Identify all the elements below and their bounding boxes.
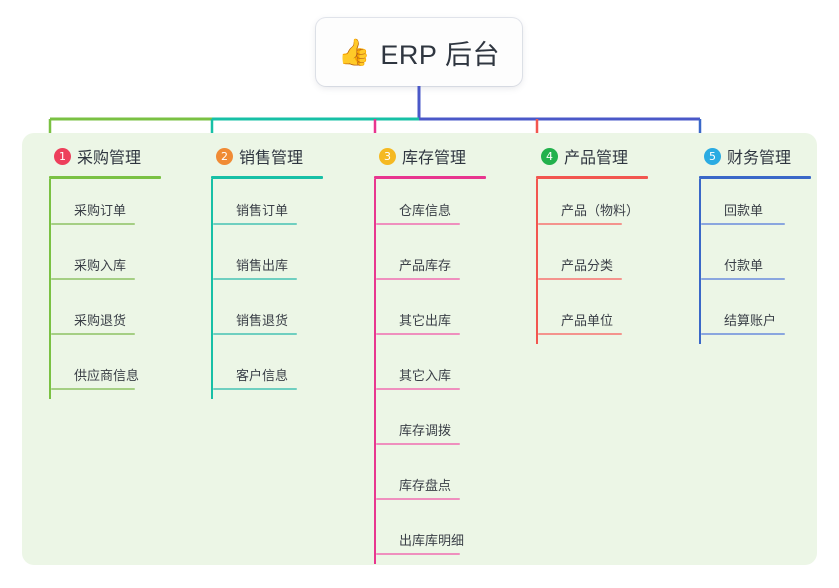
- leaf-label: 销售订单: [236, 203, 289, 218]
- leaf-label: 仓库信息: [399, 203, 452, 218]
- leaf-rule: [51, 388, 135, 390]
- leaf-rule: [538, 223, 622, 225]
- branch-number-badge: 5: [704, 147, 721, 165]
- leaf-rule: [376, 498, 460, 500]
- leaf-node[interactable]: 采购入库: [51, 234, 200, 289]
- branch-spine: 仓库信息产品库存其它出库其它入库库存调拨库存盘点出库库明细: [374, 179, 525, 564]
- thumbs-up-icon: 👍: [338, 37, 371, 67]
- leaf-node[interactable]: 回款单: [701, 179, 839, 234]
- branch-number-badge: 1: [54, 147, 71, 165]
- leaf-rule: [213, 278, 297, 280]
- leaf-label: 供应商信息: [74, 368, 140, 383]
- leaf-label: 产品单位: [561, 313, 614, 328]
- branch-header-1[interactable]: 1 采购管理: [40, 143, 200, 169]
- leaf-label: 销售出库: [236, 258, 289, 273]
- branch-header-2[interactable]: 2 销售管理: [202, 143, 362, 169]
- branch-number-badge: 2: [216, 147, 233, 165]
- branch-number-badge: 4: [541, 147, 558, 165]
- branch-header-rule: [49, 176, 161, 179]
- leaf-rule: [376, 443, 460, 445]
- leaf-label: 采购订单: [74, 203, 127, 218]
- branch-header-4[interactable]: 4 产品管理: [527, 143, 687, 169]
- leaf-rule: [213, 388, 297, 390]
- leaf-node[interactable]: 产品分类: [538, 234, 687, 289]
- leaf-label: 客户信息: [236, 368, 289, 383]
- branch-column-5: 5 财务管理回款单付款单结算账户: [690, 143, 839, 344]
- leaf-label: 其它入库: [399, 368, 452, 383]
- leaf-node[interactable]: 出库库明细: [376, 509, 525, 564]
- branch-header-3[interactable]: 3 库存管理: [365, 143, 525, 169]
- leaf-node[interactable]: 付款单: [701, 234, 839, 289]
- leaf-node[interactable]: 其它出库: [376, 289, 525, 344]
- leaf-label: 销售退货: [236, 313, 289, 328]
- leaf-rule: [51, 278, 135, 280]
- leaf-label: 其它出库: [399, 313, 452, 328]
- branch-title: 财务管理: [727, 150, 792, 167]
- branch-header-rule: [211, 176, 323, 179]
- branch-title: 销售管理: [239, 150, 304, 167]
- leaf-rule: [701, 278, 785, 280]
- branch-spine: 产品（物料） 产品分类产品单位: [536, 179, 687, 344]
- leaf-rule: [376, 333, 460, 335]
- branch-column-3: 3 库存管理仓库信息产品库存其它出库其它入库库存调拨库存盘点出库库明细: [365, 143, 525, 564]
- leaf-node[interactable]: 产品（物料）: [538, 179, 687, 234]
- leaf-label: 出库库明细: [399, 533, 465, 548]
- leaf-node[interactable]: 仓库信息: [376, 179, 525, 234]
- leaf-label: 产品分类: [561, 258, 614, 273]
- branches-panel: 1 采购管理采购订单采购入库采购退货供应商信息 2 销售管理销售订单销售出库销售退货客…: [22, 133, 817, 565]
- leaf-rule: [213, 223, 297, 225]
- leaf-rule: [213, 333, 297, 335]
- branch-number-badge: 3: [379, 147, 396, 165]
- leaf-rule: [701, 333, 785, 335]
- branch-header-rule: [536, 176, 648, 179]
- leaf-rule: [376, 223, 460, 225]
- leaf-node[interactable]: 客户信息: [213, 344, 362, 399]
- branch-header-5[interactable]: 5 财务管理: [690, 143, 839, 169]
- branch-header-rule: [699, 176, 811, 179]
- leaf-node[interactable]: 供应商信息: [51, 344, 200, 399]
- branch-title: 采购管理: [77, 150, 142, 167]
- leaf-node[interactable]: 库存盘点: [376, 454, 525, 509]
- leaf-rule: [701, 223, 785, 225]
- branch-spine: 销售订单销售出库销售退货客户信息: [211, 179, 362, 399]
- leaf-label: 采购退货: [74, 313, 127, 328]
- leaf-rule: [538, 278, 622, 280]
- branch-column-2: 2 销售管理销售订单销售出库销售退货客户信息: [202, 143, 362, 399]
- leaf-rule: [51, 223, 135, 225]
- branch-column-4: 4 产品管理产品（物料） 产品分类产品单位: [527, 143, 687, 344]
- leaf-rule: [51, 333, 135, 335]
- leaf-rule: [376, 278, 460, 280]
- leaf-node[interactable]: 结算账户: [701, 289, 839, 344]
- leaf-label: 回款单: [724, 203, 764, 218]
- leaf-label: 结算账户: [724, 313, 777, 328]
- leaf-rule: [376, 388, 460, 390]
- branch-title: 产品管理: [564, 150, 629, 167]
- leaf-node[interactable]: 采购退货: [51, 289, 200, 344]
- leaf-label: 库存盘点: [399, 478, 452, 493]
- leaf-label: 采购入库: [74, 258, 127, 273]
- branch-column-1: 1 采购管理采购订单采购入库采购退货供应商信息: [40, 143, 200, 399]
- leaf-node[interactable]: 库存调拨: [376, 399, 525, 454]
- leaf-label: 产品（物料）: [561, 203, 640, 218]
- leaf-label: 库存调拨: [399, 423, 452, 438]
- leaf-label: 产品库存: [399, 258, 452, 273]
- leaf-node[interactable]: 销售出库: [213, 234, 362, 289]
- leaf-rule: [538, 333, 622, 335]
- leaf-node[interactable]: 产品单位: [538, 289, 687, 344]
- leaf-node[interactable]: 其它入库: [376, 344, 525, 399]
- leaf-node[interactable]: 采购订单: [51, 179, 200, 234]
- branch-spine: 采购订单采购入库采购退货供应商信息: [49, 179, 200, 399]
- branch-spine: 回款单付款单结算账户: [699, 179, 839, 344]
- leaf-node[interactable]: 产品库存: [376, 234, 525, 289]
- root-node-card[interactable]: 👍 ERP 后台: [316, 18, 522, 86]
- leaf-label: 付款单: [724, 258, 764, 273]
- leaf-rule: [376, 553, 460, 555]
- branch-title: 库存管理: [402, 150, 467, 167]
- leaf-node[interactable]: 销售退货: [213, 289, 362, 344]
- root-node-title: ERP 后台: [380, 39, 500, 70]
- leaf-node[interactable]: 销售订单: [213, 179, 362, 234]
- branch-header-rule: [374, 176, 486, 179]
